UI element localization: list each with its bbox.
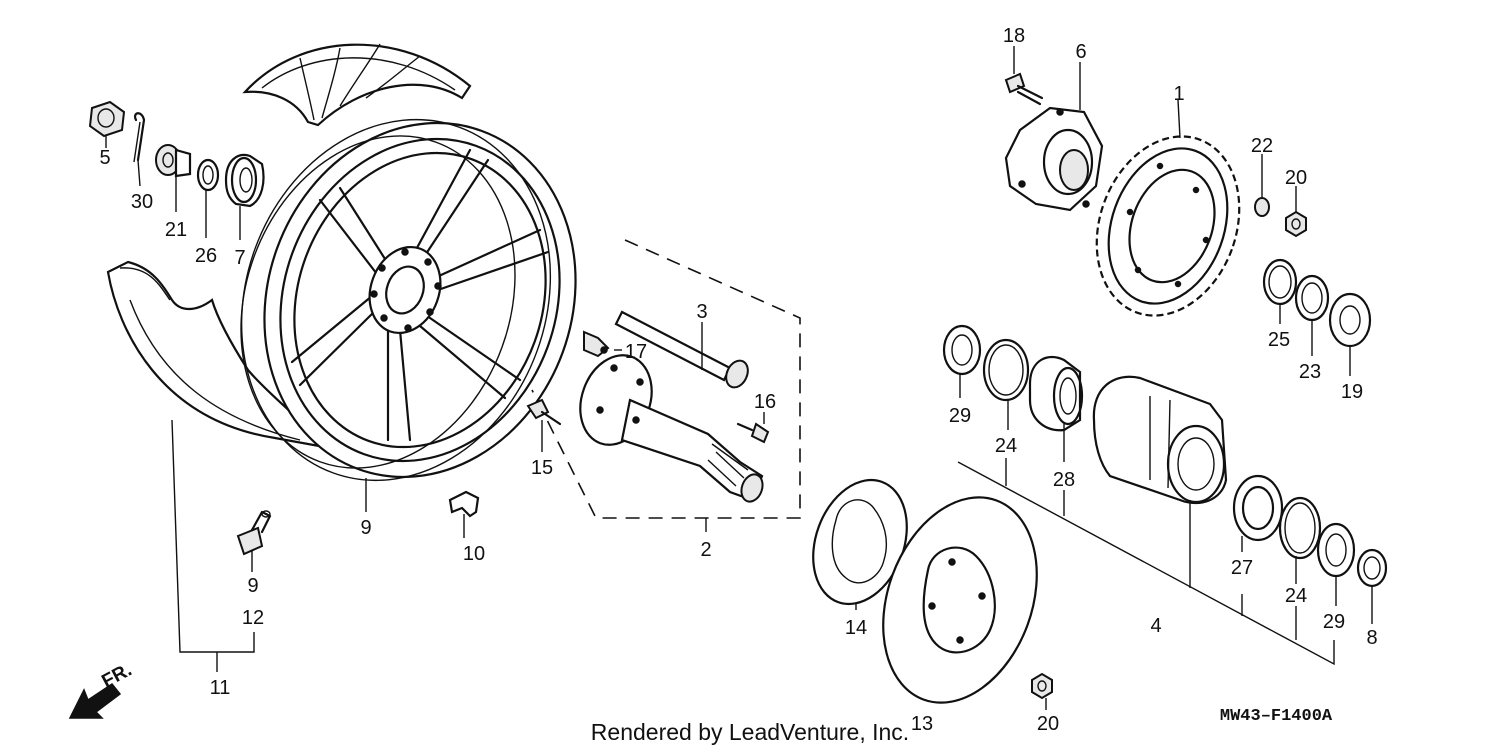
bolt-17 xyxy=(583,330,610,358)
callout-15: 15 xyxy=(531,457,553,479)
nut-20-upper xyxy=(1285,210,1307,238)
callout-17: 17 xyxy=(625,341,647,363)
nut-20-lower xyxy=(1031,672,1053,700)
callout-3: 3 xyxy=(696,301,707,323)
needle-bearing-28 xyxy=(1028,355,1084,432)
callout-20-upper: 20 xyxy=(1285,167,1307,189)
callout-4: 4 xyxy=(1150,615,1161,637)
axle-group-outline xyxy=(531,239,801,519)
nut-5 xyxy=(88,100,126,138)
cotter-pin-30 xyxy=(133,112,146,163)
collar-8 xyxy=(1356,548,1388,588)
brake-disc-13 xyxy=(882,496,1038,704)
callout-18: 18 xyxy=(1003,25,1025,47)
callout-26: 26 xyxy=(195,245,217,267)
callout-24-left: 24 xyxy=(995,435,1017,457)
callout-6: 6 xyxy=(1075,41,1086,63)
direction-label: FR. xyxy=(98,660,135,693)
callout-14: 14 xyxy=(845,617,867,639)
callout-9-wheel: 9 xyxy=(360,517,371,539)
callout-1: 1 xyxy=(1173,83,1184,105)
callout-10: 10 xyxy=(463,543,485,565)
bolt-15 xyxy=(526,398,562,426)
rendered-by-credit: Rendered by LeadVenture, Inc. xyxy=(591,719,909,745)
callout-22: 22 xyxy=(1251,135,1273,157)
callout-24-right: 24 xyxy=(1285,585,1307,607)
diagram-code: MW43–F1400A xyxy=(1220,707,1333,726)
balance-weight-10 xyxy=(448,490,480,518)
callout-28: 28 xyxy=(1053,469,1075,491)
callout-2: 2 xyxy=(700,539,711,561)
circlip-24-left xyxy=(982,338,1030,402)
callout-13: 13 xyxy=(911,713,933,735)
hub-bolt-holes xyxy=(370,248,442,332)
callout-7: 7 xyxy=(234,247,245,269)
oil-seal-29-right xyxy=(1316,522,1356,578)
leader-lines xyxy=(105,46,1373,710)
stud-18 xyxy=(1004,72,1044,106)
bearing-7 xyxy=(224,153,265,208)
callout-29-right: 29 xyxy=(1323,611,1345,633)
callout-5: 5 xyxy=(99,147,110,169)
hub-axle-2 xyxy=(579,354,764,503)
callout-20-lower: 20 xyxy=(1037,713,1059,735)
callout-labels: 1 2 3 4 5 6 7 8 9 9 10 11 12 13 14 15 16… xyxy=(99,25,1377,735)
sprocket-1 xyxy=(1095,135,1241,317)
circlip-24-right xyxy=(1278,496,1322,560)
seal-23 xyxy=(1294,274,1330,322)
ring-25 xyxy=(1262,258,1298,306)
valve-9 xyxy=(236,510,272,556)
callout-16: 16 xyxy=(754,391,776,413)
callout-19: 19 xyxy=(1341,381,1363,403)
washer-22 xyxy=(1254,197,1270,217)
collar-21 xyxy=(155,144,192,178)
driven-flange-6 xyxy=(1004,106,1104,212)
tire-lower-half xyxy=(106,260,334,450)
callout-27: 27 xyxy=(1231,557,1253,579)
callout-23: 23 xyxy=(1299,361,1321,383)
callout-9-valve: 9 xyxy=(247,575,258,597)
final-drive-housing-4 xyxy=(1092,375,1228,505)
front-direction-arrow: FR. xyxy=(68,660,135,719)
washer-26 xyxy=(196,158,220,192)
bolt-16 xyxy=(736,422,770,444)
callout-8: 8 xyxy=(1366,627,1377,649)
callout-25: 25 xyxy=(1268,329,1290,351)
collar-19 xyxy=(1328,292,1372,348)
callout-29-left: 29 xyxy=(949,405,971,427)
tire-upper-half xyxy=(242,43,472,127)
bearing-27 xyxy=(1232,474,1284,542)
callout-21: 21 xyxy=(165,219,187,241)
wheel-rim xyxy=(240,118,577,482)
oil-seal-29-left xyxy=(942,324,982,376)
callout-11: 11 xyxy=(210,677,231,699)
callout-12: 12 xyxy=(242,607,264,629)
callout-30: 30 xyxy=(131,191,153,213)
